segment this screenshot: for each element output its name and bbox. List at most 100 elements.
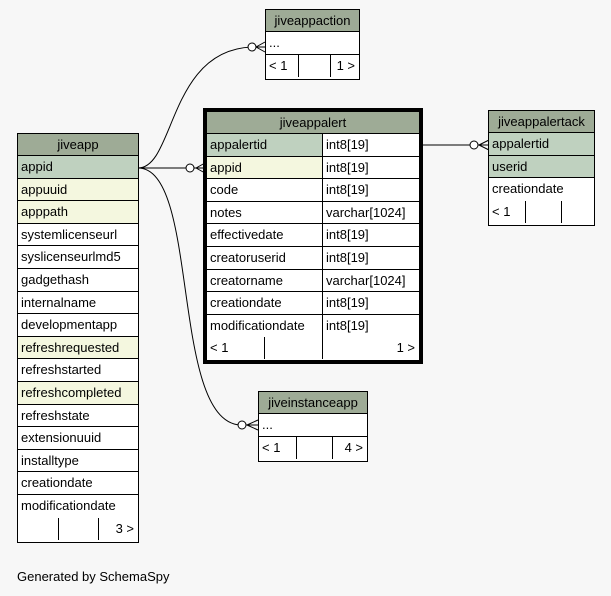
relation-jiveappaction — [137, 46, 265, 169]
column-name: appalertid — [489, 133, 594, 155]
column-type: int8[19] — [322, 156, 419, 179]
footer-mid — [298, 54, 330, 78]
column-name: extensionuuid — [21, 430, 102, 446]
table-title: jiveappalertack — [489, 111, 594, 133]
table-jiveappaction[interactable]: jiveappaction ... < 1 1 > — [265, 9, 360, 80]
column-name: userid — [489, 155, 594, 178]
column-row[interactable]: modificationdate int8[19] — [207, 314, 419, 338]
footer-right — [561, 200, 594, 223]
crowfoot-icon — [255, 41, 266, 53]
crowfoot-icon — [246, 419, 259, 431]
table-title: jiveappalert — [207, 112, 419, 134]
placeholder-text: ... — [269, 35, 280, 50]
column-row[interactable]: installtype — [18, 450, 138, 473]
column-name: developmentapp — [21, 317, 118, 333]
footer-right[interactable]: 1 > — [322, 337, 419, 360]
table-footer: < 1 4 > — [259, 436, 367, 460]
column-name: code — [210, 182, 239, 198]
column-row[interactable]: apppath — [18, 201, 138, 224]
column-type: varchar[1024] — [322, 201, 419, 224]
column-name: modificationdate — [210, 317, 305, 333]
column-row[interactable]: developmentapp — [18, 314, 138, 337]
column-row[interactable]: appalertid — [489, 133, 594, 156]
column-row[interactable]: userid — [489, 155, 594, 179]
footer-right[interactable]: 3 > — [98, 517, 138, 540]
column-row[interactable]: appid — [18, 156, 138, 179]
zero-many-circle — [237, 420, 247, 430]
footer-right[interactable]: 4 > — [332, 436, 367, 460]
footer-mid — [296, 436, 332, 460]
footer-right[interactable]: 1 > — [330, 54, 359, 78]
column-type: int8[19] — [322, 224, 419, 246]
column-type: int8[19] — [322, 292, 419, 314]
column-row[interactable]: creationdate — [18, 472, 138, 495]
zero-many-circle — [469, 140, 479, 150]
column-name: refreshstarted — [21, 362, 102, 378]
footer-left: < 1 — [492, 203, 511, 219]
footer-left: < 1 — [210, 340, 229, 356]
placeholder-row: ... — [259, 414, 367, 437]
column-name: creationdate — [492, 181, 564, 197]
column-row[interactable]: creationdate — [489, 178, 594, 201]
column-name: refreshcompleted — [18, 381, 138, 404]
placeholder-text: ... — [262, 417, 273, 432]
footer-left: < 1 — [269, 57, 288, 73]
column-row[interactable]: appuuid — [18, 178, 138, 202]
column-row[interactable]: extensionuuid — [18, 427, 138, 450]
column-type: int8[19] — [322, 314, 419, 338]
column-row[interactable]: modificationdate — [18, 495, 138, 518]
column-row[interactable]: internalname — [18, 292, 138, 315]
column-type: int8[19] — [322, 134, 419, 156]
column-name: effectivedate — [210, 227, 284, 243]
column-name: creationdate — [21, 475, 93, 491]
column-name: internalname — [21, 294, 97, 310]
column-name: creatoruserid — [210, 249, 286, 265]
table-title: jiveapp — [18, 134, 138, 156]
column-name: syslicenseurlmd5 — [21, 249, 121, 265]
column-name: installtype — [21, 452, 79, 468]
footer-mid — [525, 200, 561, 223]
column-row[interactable]: refreshcompleted — [18, 381, 138, 405]
crowfoot-icon — [478, 139, 490, 151]
column-name: refreshrequested — [18, 336, 138, 359]
table-footer: < 1 1 > — [266, 54, 359, 78]
column-type: int8[19] — [322, 246, 419, 269]
column-row[interactable]: creationdate int8[19] — [207, 292, 419, 315]
column-row[interactable]: creatoruserid int8[19] — [207, 246, 419, 270]
column-name: modificationdate — [21, 497, 116, 513]
table-title: jiveinstanceapp — [259, 392, 367, 414]
column-type: varchar[1024] — [322, 269, 419, 292]
column-name: refreshstate — [21, 407, 90, 423]
table-footer: < 1 — [489, 200, 594, 223]
column-row[interactable]: syslicenseurlmd5 — [18, 246, 138, 269]
relation-jiveinstanceapp — [137, 167, 258, 426]
footer-mid — [58, 517, 98, 540]
table-title: jiveappaction — [266, 10, 359, 32]
footer-mid — [264, 337, 322, 360]
column-name: appuuid — [18, 178, 138, 201]
generated-by-text: Generated by SchemaSpy — [17, 569, 170, 584]
column-row[interactable]: refreshstate — [18, 405, 138, 428]
placeholder-row: ... — [266, 32, 359, 55]
column-row[interactable]: gadgethash — [18, 269, 138, 292]
table-jiveinstanceapp[interactable]: jiveinstanceapp ... < 1 4 > — [258, 391, 368, 462]
column-row[interactable]: refreshstarted — [18, 359, 138, 382]
column-row[interactable]: effectivedate int8[19] — [207, 224, 419, 247]
column-row[interactable]: refreshrequested — [18, 336, 138, 360]
zero-many-circle — [247, 42, 257, 52]
column-name: creationdate — [210, 295, 282, 311]
table-footer: < 1 1 > — [207, 337, 419, 360]
column-row[interactable]: systemlicenseurl — [18, 224, 138, 247]
column-name: gadgethash — [21, 271, 89, 287]
footer-left — [18, 518, 58, 540]
column-name: systemlicenseurl — [21, 226, 118, 242]
